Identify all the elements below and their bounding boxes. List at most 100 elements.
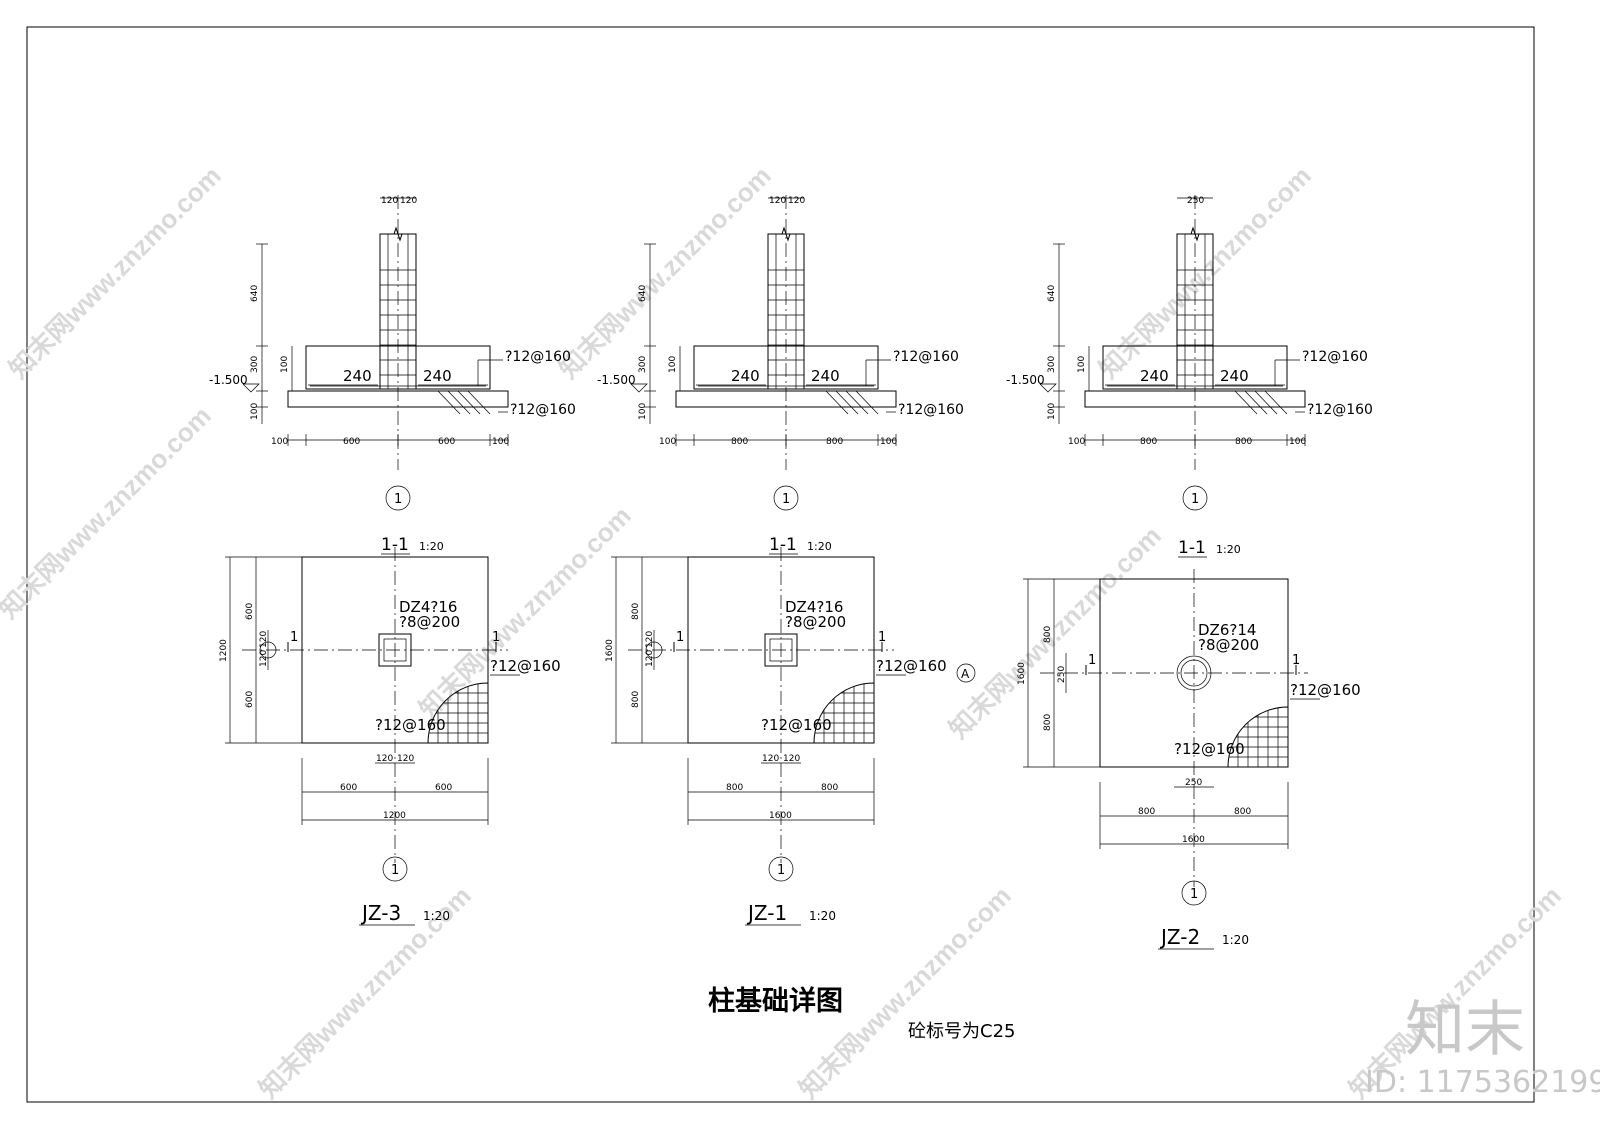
dim-text: 1600 — [1017, 662, 1027, 685]
rebar-label: ?12@160 — [1302, 349, 1368, 365]
elevation-text: -1.500 — [597, 373, 636, 387]
axis-label: 1 — [1190, 887, 1198, 902]
axis-bubble — [956, 663, 976, 683]
dim-text: 250 — [1057, 666, 1067, 683]
axis-bubble-small — [259, 641, 277, 659]
dim-text: 120 — [788, 196, 805, 206]
column-plan — [378, 633, 412, 667]
hatch-line — [467, 390, 491, 415]
rebar-label: ?12@160 — [490, 657, 561, 675]
ext-text: 240 — [343, 367, 372, 385]
dim-text: 600 — [340, 783, 357, 793]
hatch-line — [447, 390, 471, 415]
rebar-label: ?12@160 — [1307, 402, 1373, 418]
dim-text: 100 — [1047, 403, 1057, 420]
rebar-label: ?12@160 — [876, 657, 947, 675]
dim-text: 120 — [259, 631, 269, 648]
axis-label: 1 — [394, 492, 402, 507]
column-plan-round-inner — [1180, 659, 1208, 687]
dim-text: 600 — [343, 437, 360, 447]
dim-text: 640 — [250, 285, 260, 302]
cut-label: 1 — [492, 630, 500, 645]
dim-text: 1600 — [1182, 835, 1205, 845]
cut-label: 1 — [676, 630, 684, 645]
detail-name: JZ-2 — [1159, 925, 1200, 949]
section-label: 1-1 — [1178, 538, 1206, 558]
dim-text: 120 — [645, 650, 655, 667]
dim-text: 120 — [376, 754, 393, 764]
dim-text: 100 — [1068, 437, 1085, 447]
dim-text: 250 — [1187, 196, 1204, 206]
scale-label: 1:20 — [1216, 543, 1241, 556]
axis-bubble — [382, 856, 408, 882]
dim-text: 800 — [1235, 437, 1252, 447]
column-label: DZ4?16 — [399, 598, 457, 616]
hatch-line — [1234, 390, 1258, 415]
cut-label: 1 — [1292, 653, 1300, 668]
column-plan-inner — [383, 638, 407, 662]
dim-text: 600 — [435, 783, 452, 793]
axis-bubble — [768, 856, 794, 882]
concrete-note: 砼标号为C25 — [908, 1021, 1015, 1042]
elevation-text: -1.500 — [209, 373, 248, 387]
column-plan-round — [1176, 655, 1212, 691]
ext-text: 240 — [1140, 367, 1169, 385]
dim-text: 800 — [631, 691, 641, 708]
axis-bubble — [385, 485, 411, 511]
dim-text: 600 — [245, 691, 255, 708]
hatch-line — [845, 390, 869, 415]
dim-text: 120 — [645, 631, 655, 648]
dim-text: 1200 — [383, 811, 406, 821]
dim-text: 1600 — [605, 639, 615, 662]
ext-text: 240 — [423, 367, 452, 385]
section-label: 1-1 — [381, 535, 409, 555]
column-label: DZ6?14 — [1198, 621, 1256, 639]
dim-text: 100 — [492, 437, 509, 447]
dim-text: 100 — [250, 403, 260, 420]
rebar-label: ?12@160 — [893, 349, 959, 365]
dim-text: 600 — [438, 437, 455, 447]
dim-text: 120 — [400, 196, 417, 206]
dim-text: 800 — [631, 603, 641, 620]
dim-text: 100 — [668, 356, 678, 373]
dim-text: 300 — [1047, 356, 1057, 373]
dim-text: 800 — [1043, 626, 1053, 643]
sheet-border — [26, 26, 1535, 1103]
axis-bubble — [1181, 880, 1207, 906]
dim-text: 100 — [280, 356, 290, 373]
rebar-label: ?12@160 — [1174, 740, 1245, 758]
dim-text: 300 — [638, 356, 648, 373]
dim-text: 120 — [783, 754, 800, 764]
stirrup-label: ?8@200 — [1198, 636, 1259, 654]
elevation-symbol — [630, 383, 648, 393]
axis-bubble-small — [645, 641, 663, 659]
hatch-line — [1254, 390, 1278, 415]
axis-label: 1 — [777, 863, 785, 878]
axis-label: 1 — [1191, 492, 1199, 507]
rebar-mesh-quadrant — [813, 682, 875, 744]
detail-scale: 1:20 — [1222, 933, 1249, 947]
dim-text: 800 — [1138, 807, 1155, 817]
dim-text: 120 — [259, 650, 269, 667]
dim-text: 640 — [638, 285, 648, 302]
cut-label: 1 — [290, 630, 298, 645]
dim-text: 300 — [250, 356, 260, 373]
detail-name: JZ-1 — [746, 901, 787, 925]
rebar-mesh-quadrant — [427, 682, 489, 744]
dim-text: 800 — [1140, 437, 1157, 447]
detail-scale: 1:20 — [809, 909, 836, 923]
rebar-mesh-quadrant — [1227, 706, 1289, 768]
dim-text: 640 — [1047, 285, 1057, 302]
dim-text: 800 — [821, 783, 838, 793]
dim-text: 800 — [1043, 714, 1053, 731]
column-plan-inner — [769, 638, 793, 662]
dim-text: 100 — [1289, 437, 1306, 447]
hatch-line — [1264, 390, 1288, 415]
